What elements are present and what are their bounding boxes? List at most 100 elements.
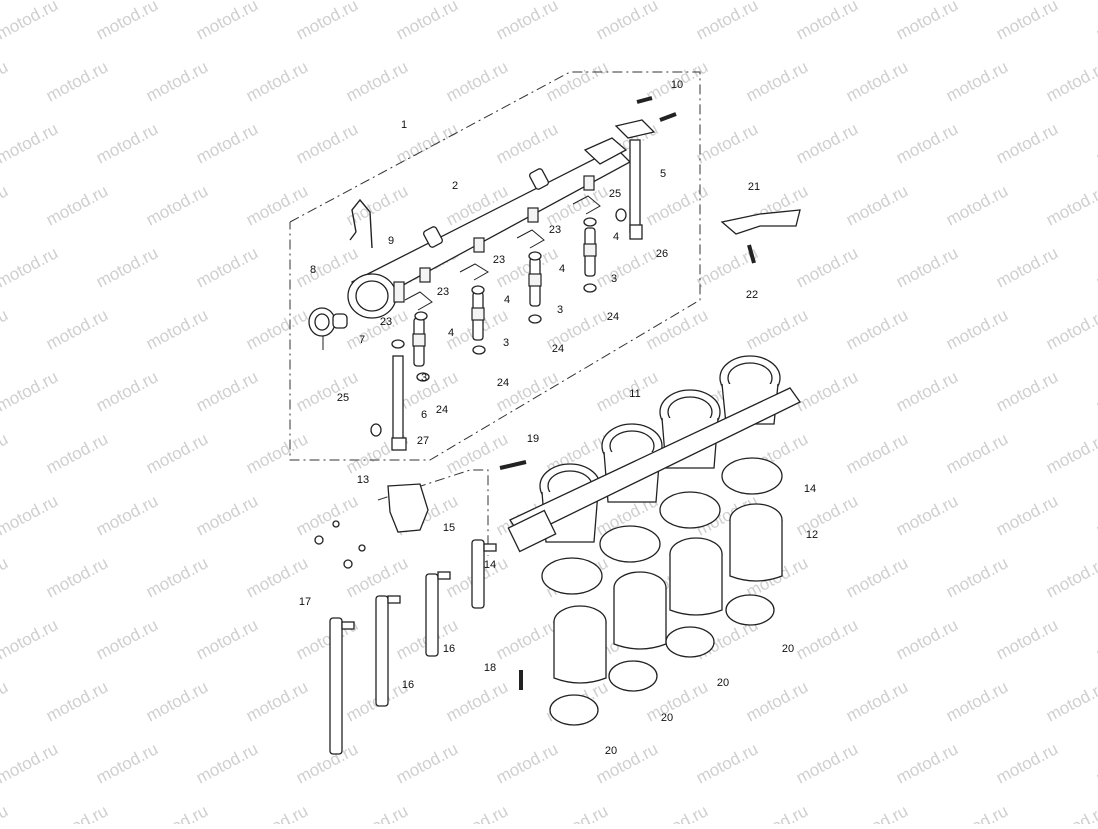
callout-number: 24	[607, 311, 619, 323]
watermark-text: motod.ru	[593, 739, 661, 787]
watermark-text: motod.ru	[443, 677, 511, 725]
callout-number: 1	[401, 119, 407, 131]
callout-number: 24	[436, 404, 448, 416]
callout-number: 24	[497, 377, 509, 389]
watermark-text: motod.ru	[943, 429, 1011, 477]
hose-clamps	[541, 457, 783, 595]
watermark-text: motod.ru	[1093, 615, 1098, 663]
watermark-text: motod.ru	[193, 119, 261, 167]
callout-number: 23	[437, 286, 449, 298]
o-rings	[370, 208, 627, 437]
fuel-pipes	[391, 119, 656, 451]
watermark-text: motod.ru	[93, 367, 161, 415]
watermark-text: motod.ru	[243, 57, 311, 105]
watermark-text: motod.ru	[593, 243, 661, 291]
watermark-text: motod.ru	[193, 367, 261, 415]
watermark-text: motod.ru	[893, 119, 961, 167]
watermark-text: motod.ru	[43, 305, 111, 353]
callout-number: 17	[299, 596, 311, 608]
watermark-text: motod.ru	[93, 0, 161, 44]
watermark-text: motod.ru	[0, 553, 11, 601]
throttle-bodies	[507, 355, 801, 553]
watermark-text: motod.ru	[1093, 243, 1098, 291]
pressure-regulator	[308, 307, 348, 350]
callout-number: 12	[806, 529, 818, 541]
watermark-text: motod.ru	[1043, 677, 1098, 725]
watermark-text: motod.ru	[243, 801, 311, 824]
watermark-text: motod.ru	[843, 305, 911, 353]
callout-number: 4	[448, 327, 454, 339]
callout-number: 16	[443, 643, 455, 655]
watermark-text: motod.ru	[93, 119, 161, 167]
watermark-text: motod.ru	[143, 677, 211, 725]
watermark-text: motod.ru	[643, 181, 711, 229]
callout-number: 3	[611, 273, 617, 285]
watermark-text: motod.ru	[543, 57, 611, 105]
watermark-text: motod.ru	[1043, 553, 1098, 601]
watermark-text: motod.ru	[93, 243, 161, 291]
callout-number: 14	[484, 559, 496, 571]
watermark-text: motod.ru	[43, 801, 111, 824]
watermark-text: motod.ru	[843, 677, 911, 725]
watermark-text: motod.ru	[1093, 0, 1098, 44]
callout-number: 19	[527, 433, 539, 445]
watermark-text: motod.ru	[643, 801, 711, 824]
callout-number: 15	[443, 522, 455, 534]
callout-number: 11	[629, 388, 640, 400]
watermark-text: motod.ru	[0, 305, 11, 353]
watermark-text: motod.ru	[343, 181, 411, 229]
watermark-text: motod.ru	[993, 491, 1061, 539]
watermark-text: motod.ru	[143, 429, 211, 477]
watermark-text: motod.ru	[0, 615, 61, 663]
injector-clips	[404, 195, 601, 311]
callout-number: 23	[493, 254, 505, 266]
watermark-text: motod.ru	[843, 181, 911, 229]
watermark-text: motod.ru	[1043, 801, 1098, 824]
watermark-text: motod.ru	[143, 57, 211, 105]
watermark-text: motod.ru	[893, 491, 961, 539]
watermark-text: motod.ru	[0, 119, 61, 167]
callout-number: 10	[671, 79, 683, 91]
callout-number: 6	[421, 409, 427, 421]
callout-number: 5	[660, 168, 666, 180]
watermark-text: motod.ru	[93, 615, 161, 663]
watermark-text: motod.ru	[993, 243, 1061, 291]
watermark-text: motod.ru	[143, 181, 211, 229]
watermark-text: motod.ru	[0, 0, 61, 44]
callout-labels: 1233334444567891011121314141516161718192…	[299, 79, 818, 757]
watermark-text: motod.ru	[43, 553, 111, 601]
watermark-text: motod.ru	[993, 367, 1061, 415]
watermark-text: motod.ru	[1043, 181, 1098, 229]
callout-number: 20	[717, 677, 729, 689]
watermark-text: motod.ru	[0, 181, 11, 229]
callout-number: 8	[310, 264, 316, 276]
seals	[549, 594, 775, 726]
watermark-text: motod.ru	[243, 181, 311, 229]
watermark-text: motod.ru	[843, 553, 911, 601]
watermark-text: motod.ru	[493, 119, 561, 167]
watermark-text: motod.ru	[243, 429, 311, 477]
assembly-boundary	[289, 71, 701, 461]
watermark-text: motod.ru	[943, 181, 1011, 229]
watermark-text: motod.ru	[293, 739, 361, 787]
callout-number: 23	[549, 224, 561, 236]
watermark-text: motod.ru	[0, 491, 61, 539]
watermark-text: motod.ru	[43, 677, 111, 725]
callout-number: 18	[484, 662, 496, 674]
watermark-text: motod.ru	[0, 243, 61, 291]
watermark-text: motod.ru	[393, 0, 461, 44]
watermark-text: motod.ru	[743, 677, 811, 725]
watermark-text: motod.ru	[493, 615, 561, 663]
watermark-text: motod.ru	[243, 553, 311, 601]
watermark-text: motod.ru	[293, 491, 361, 539]
callout-number: 22	[746, 289, 758, 301]
watermark-text: motod.ru	[793, 0, 861, 44]
watermark-text: motod.ru	[493, 739, 561, 787]
callout-number: 2	[452, 180, 458, 192]
fuel-rail	[347, 137, 632, 319]
watermark-text: motod.ru	[0, 57, 11, 105]
watermark-text: motod.ru	[943, 553, 1011, 601]
watermark-text: motod.ru	[1093, 367, 1098, 415]
